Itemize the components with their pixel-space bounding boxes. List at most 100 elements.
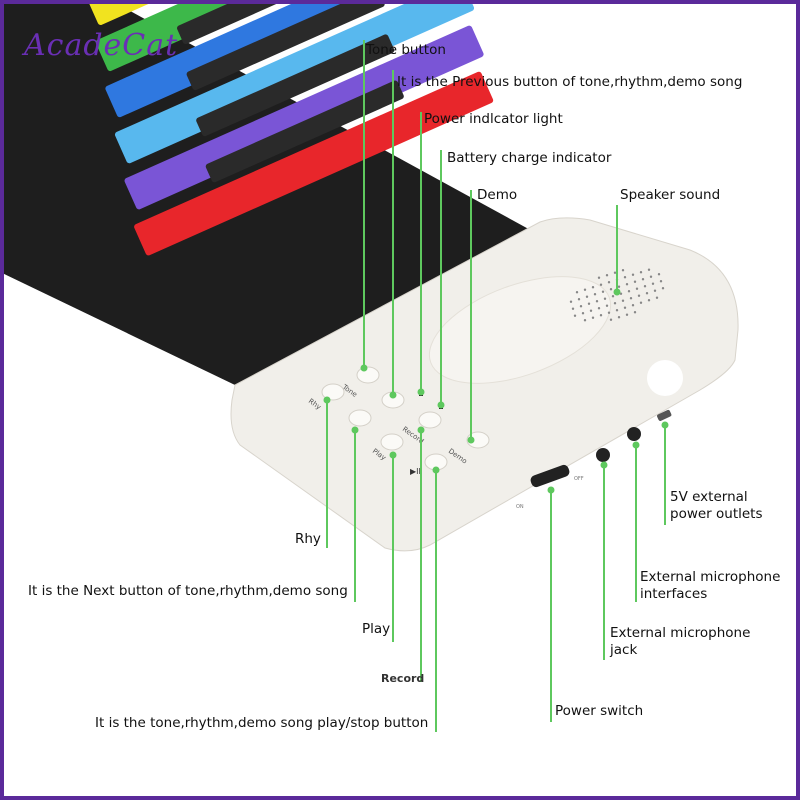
callout-speaker: Speaker sound bbox=[620, 187, 721, 203]
speaker-hole bbox=[615, 309, 619, 312]
black-key[interactable] bbox=[195, 33, 395, 137]
speaker-hole bbox=[591, 286, 595, 289]
speaker-hole bbox=[571, 307, 575, 310]
control-button[interactable] bbox=[321, 383, 345, 401]
speaker-hole bbox=[603, 297, 607, 300]
speaker-hole bbox=[621, 299, 625, 302]
speaker-hole bbox=[609, 288, 613, 291]
speaker-hole bbox=[583, 319, 587, 322]
callout-tone-button: Tone button bbox=[366, 42, 446, 58]
speaker-hole bbox=[569, 300, 573, 303]
callout-power-outlets: 5V external power outlets bbox=[670, 489, 763, 522]
leader-dot bbox=[632, 441, 640, 449]
mic-jack[interactable] bbox=[596, 448, 610, 462]
black-key[interactable] bbox=[186, 0, 386, 91]
speaker-hole bbox=[599, 283, 603, 286]
speaker-hole bbox=[597, 276, 601, 279]
speaker-hole bbox=[585, 295, 589, 298]
speaker-hole bbox=[621, 269, 625, 272]
callout-rhy: Rhy bbox=[295, 531, 321, 547]
label-off: OFF bbox=[574, 476, 584, 482]
callout-demo: Demo bbox=[477, 187, 518, 203]
leader-dot bbox=[417, 388, 425, 396]
speaker-hole bbox=[595, 300, 599, 303]
speaker-hole bbox=[641, 278, 645, 281]
speaker-hole bbox=[607, 311, 611, 314]
speaker-hole bbox=[617, 285, 621, 288]
usb-port[interactable] bbox=[656, 409, 672, 421]
speaker-hole bbox=[605, 274, 609, 277]
callout-power-indicator: Power indlcator light bbox=[424, 111, 563, 127]
speaker-hole bbox=[625, 283, 629, 286]
speaker-hole bbox=[633, 311, 637, 314]
leader-dot bbox=[467, 436, 475, 444]
speaker-hole bbox=[647, 299, 651, 302]
leader-dot bbox=[389, 451, 397, 459]
speaker-hole bbox=[589, 309, 593, 312]
speaker-hole bbox=[627, 290, 631, 293]
leader-dot bbox=[432, 466, 440, 474]
control-button[interactable] bbox=[466, 431, 490, 449]
speaker-hole bbox=[629, 297, 633, 300]
speaker-hole bbox=[587, 302, 591, 305]
speaker-hole bbox=[611, 295, 615, 298]
speaker-hole bbox=[607, 281, 611, 284]
speaker-hole bbox=[661, 287, 665, 290]
speaker-hole bbox=[575, 291, 579, 294]
label-on: ON bbox=[516, 504, 524, 510]
speaker-hole bbox=[639, 271, 643, 274]
callout-mic-jack: External microphone jack bbox=[610, 625, 751, 658]
speaker-hole bbox=[625, 313, 629, 316]
speaker-hole bbox=[651, 282, 655, 285]
speaker-hole bbox=[647, 268, 651, 271]
speaker-hole bbox=[639, 301, 643, 304]
power-switch[interactable] bbox=[529, 464, 571, 489]
callout-play: Play bbox=[362, 621, 391, 637]
piano-key[interactable] bbox=[133, 71, 494, 257]
speaker-hole bbox=[635, 287, 639, 290]
speaker-hole bbox=[645, 292, 649, 295]
leader-dot bbox=[417, 426, 425, 434]
speaker-hole bbox=[597, 307, 601, 310]
speaker-hole bbox=[649, 275, 653, 278]
speaker-hole bbox=[631, 304, 635, 307]
black-key[interactable] bbox=[176, 0, 376, 45]
callout-previous-button: It is the Previous button of tone,rhythm… bbox=[397, 74, 743, 90]
callout-mic-interfaces: External microphone interfaces bbox=[640, 569, 781, 602]
control-button[interactable] bbox=[348, 409, 372, 427]
speaker-hole bbox=[601, 290, 605, 293]
speaker-hole bbox=[631, 273, 635, 276]
speaker-hole bbox=[655, 296, 659, 299]
control-button[interactable] bbox=[380, 433, 404, 451]
speaker-hole bbox=[659, 280, 663, 283]
leader-dot bbox=[323, 396, 331, 404]
light-glare bbox=[647, 360, 683, 396]
speaker-hole bbox=[609, 318, 613, 321]
speaker-panel bbox=[428, 276, 612, 384]
control-button[interactable] bbox=[418, 411, 442, 429]
speaker-hole bbox=[599, 314, 603, 317]
speaker-hole bbox=[653, 289, 657, 292]
speaker-hole bbox=[637, 294, 641, 297]
speaker-hole bbox=[583, 288, 587, 291]
mic-interface[interactable] bbox=[627, 427, 641, 441]
black-key[interactable] bbox=[205, 80, 405, 184]
speaker-hole bbox=[605, 304, 609, 307]
control-button[interactable] bbox=[356, 366, 380, 384]
speaker-hole bbox=[619, 292, 623, 295]
watermark-logo: AcadeCat bbox=[24, 28, 179, 63]
label-play-pause: ▶II bbox=[410, 467, 421, 476]
leader-dot bbox=[600, 461, 608, 469]
speaker-hole bbox=[591, 316, 595, 319]
speaker-grille bbox=[569, 268, 665, 322]
speaker-hole bbox=[643, 285, 647, 288]
leader-dot bbox=[351, 426, 359, 434]
callout-battery-indicator: Battery charge indicator bbox=[447, 150, 612, 166]
speaker-hole bbox=[579, 305, 583, 308]
speaker-hole bbox=[623, 276, 627, 279]
speaker-hole bbox=[657, 273, 661, 276]
speaker-hole bbox=[617, 316, 621, 319]
leader-dot bbox=[661, 421, 669, 429]
speaker-hole bbox=[593, 293, 597, 296]
